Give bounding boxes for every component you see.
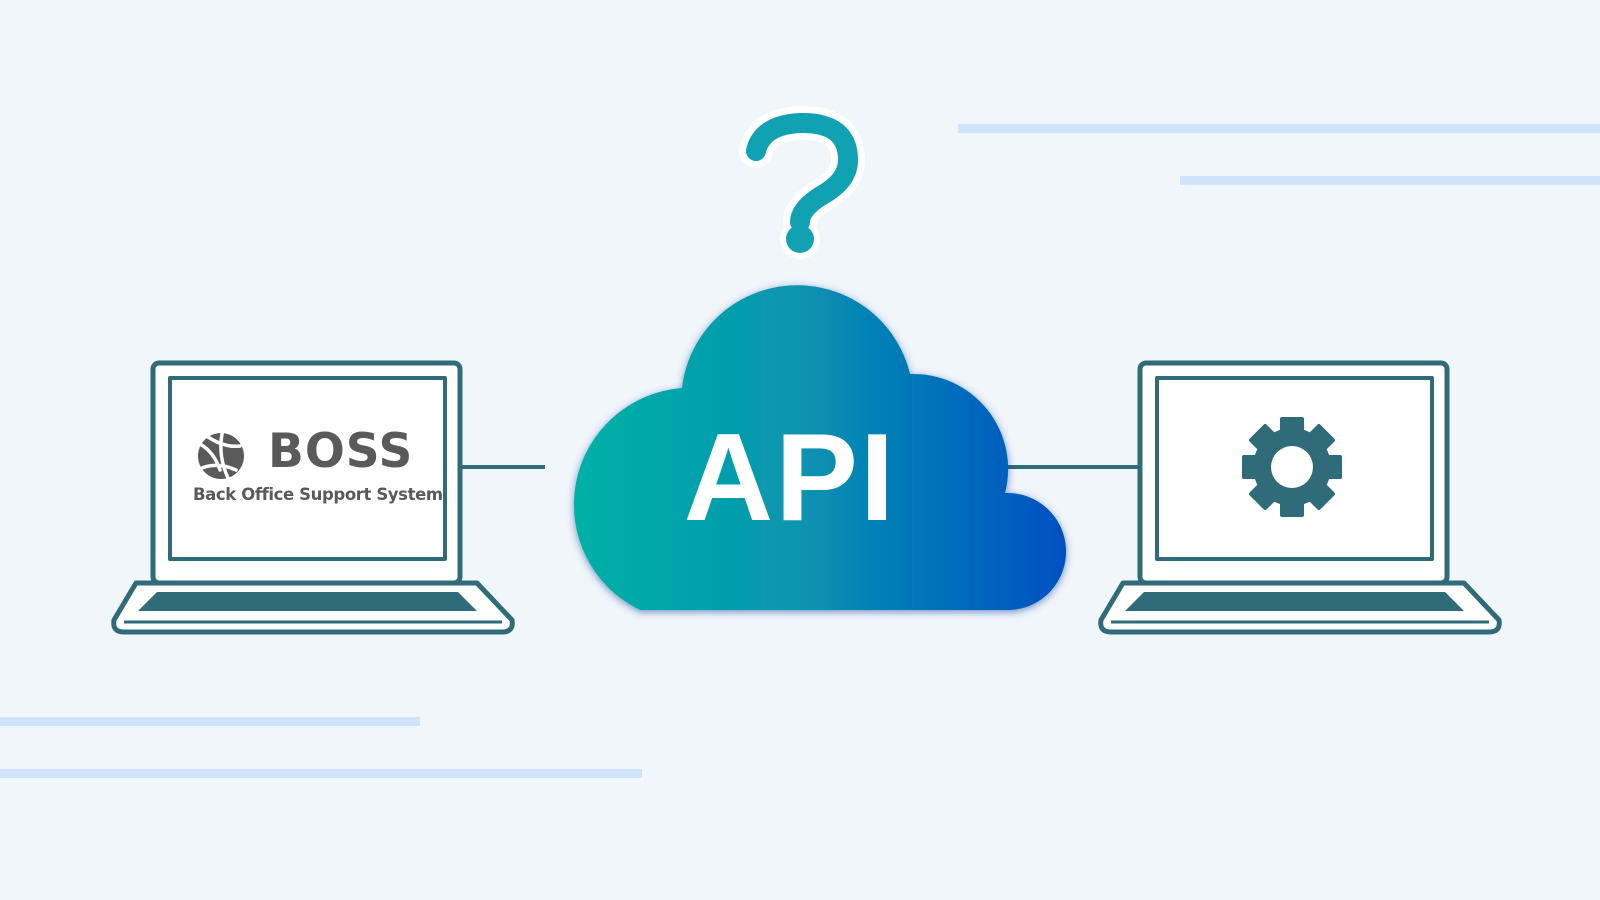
accent-line-top-2 (1180, 176, 1600, 185)
accent-line-bottom-1 (0, 717, 420, 726)
boss-logo-subtitle: Back Office Support System (193, 485, 443, 504)
laptop-left (111, 360, 515, 635)
question-mark-icon (739, 106, 865, 259)
accent-line-top-1 (958, 124, 1600, 133)
boss-logo-title: BOSS (268, 424, 414, 479)
accent-line-bottom-2 (0, 769, 642, 778)
gear-icon (1242, 417, 1342, 517)
globe-icon (198, 432, 244, 480)
accent-lines (0, 124, 1600, 778)
api-label: API (683, 409, 897, 547)
api-cloud (573, 285, 1067, 610)
